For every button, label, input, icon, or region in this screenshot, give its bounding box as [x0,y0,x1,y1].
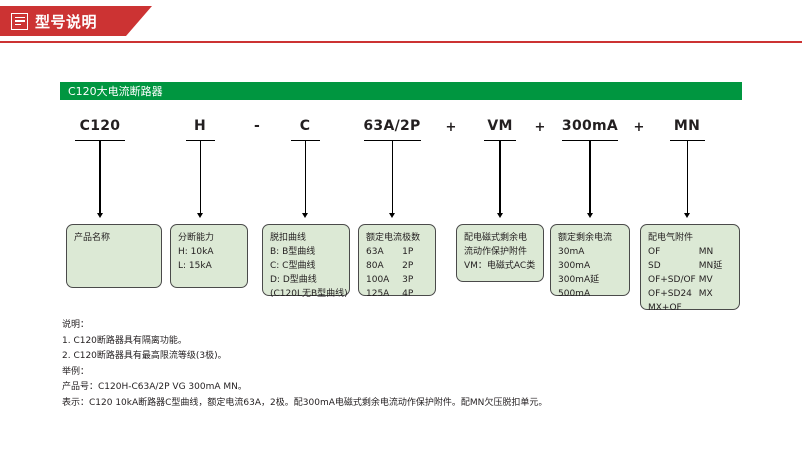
legend-line-vm: VM：电磁式AC类 [464,261,536,271]
legend-cell-current: 125A [366,289,390,299]
legend-title: 产品名称 [74,233,111,243]
legend-row: 63A 1P [366,245,428,259]
legend-cell-accessory-right: MN [698,247,714,257]
connector-rcd-attachment [484,140,516,220]
legend-row: 125A 4P [366,287,428,301]
legend-title: 额定剩余电流 [558,233,613,243]
legend-cell-accessory-right [699,301,732,315]
legend-box-breaking-capacity: 分断能力 H: 10kA L: 15kA [170,224,248,288]
legend-title: 分断能力 [178,233,215,243]
code-token-plus-3: + [633,120,645,135]
notes-heading: 说明： [62,320,90,330]
legend-cell-accessory-left: MX+OF [648,303,682,313]
page-title: 型号说明 [35,12,98,31]
legend-line-note: (C120L无B型曲线) [270,289,348,299]
connector-product-name [75,140,125,220]
notes-example-heading: 举例： [62,366,90,377]
legend-cell-accessory-left: OF+SD24 [648,289,692,299]
connector-trip-curve [291,140,320,220]
connector-rated-current-poles [364,140,421,220]
legend-cell-poles: 1P [402,247,414,257]
notes-example-meaning: 表示：C120 10kA断路器C型曲线，额定电流63A，2极。配300mA电磁式… [62,397,548,408]
connector-rated-residual-current [562,140,618,220]
legend-cell-poles: 3P [402,275,414,285]
page-header-banner: 型号说明 [0,6,126,36]
code-token-rcd: VM [487,118,513,134]
legend-row: 100A 3P [366,273,428,287]
code-token-curve: C [299,118,311,134]
legend-box-rated-residual-current: 额定剩余电流 30mA 300mA 300mA延 500mA [550,224,630,299]
legend-cell-poles: 4P [402,289,414,299]
legend-cell-accessory-right: MX [698,289,713,299]
legend-cell-current: 80A [366,261,384,271]
section-title-label: C120大电流断路器 [68,85,163,98]
legend-line-b: B: B型曲线 [270,247,316,257]
legend-col-header-current: 额定电流 [366,233,403,243]
code-token-plus-2: + [534,120,546,135]
code-token-residual: 300mA [561,118,619,134]
legend-line-h: H: 10kA [178,247,214,257]
legend-title: 脱扣曲线 [270,233,307,243]
legend-col-header-poles: 极数 [402,233,421,243]
legend-line-d: D: D型曲线 [270,275,317,285]
model-code-row: C120 H - C 63A/2P + VM + 300mA + MN [60,118,760,142]
legend-cell-current: 63A [366,247,384,257]
code-token-product: C120 [79,118,121,134]
header-banner-tail [126,6,152,36]
code-token-current-poles: 63A/2P [363,118,421,134]
code-token-plus-1: + [445,120,457,135]
notes-item-1: 1. C120断路器具有隔离功能。 [62,335,187,346]
notes-example-code: 产品号：C120H-C63A/2P VG 300mA MN。 [62,382,247,392]
legend-row: OF MN [648,245,732,259]
legend-row: OF+SD24 MX [648,287,732,301]
legend-line-30ma: 30mA [558,247,585,257]
legend-cell-accessory-left: OF+SD/OF [648,275,696,285]
code-token-dash: - [253,118,261,134]
legend-line-300ma-delay: 300mA延 [558,275,600,285]
legend-box-rated-current-poles: 额定电流 极数 63A 1P 80A 2P 100A 3P 125A 4P [358,224,436,299]
legend-cell-accessory-left: SD [648,261,661,271]
legend-line-c: C: C型曲线 [270,261,316,271]
notes-block: 说明： 1. C120断路器具有隔离功能。 2. C120断路器具有最高限流等级… [62,318,547,411]
legend-cell-current: 100A [366,275,390,285]
legend-line-300ma: 300mA [558,261,591,271]
legend-box-rcd-attachment: 配电磁式剩余电 流动作保护附件 VM：电磁式AC类 [456,224,544,282]
section-title-bar: C120大电流断路器 [60,82,742,100]
notes-item-2: 2. C120断路器具有最高限流等级(3极)。 [62,351,227,361]
legend-cell-poles: 2P [402,261,414,271]
legend-cell-accessory-left: OF [648,247,661,257]
connector-breaking-capacity [186,140,215,220]
code-token-accessory: MN [673,118,701,134]
connector-electrical-accessory [670,140,705,220]
legend-box-product-name: 产品名称 [66,224,162,288]
document-lines-icon [11,12,28,30]
code-token-breaking: H [193,118,207,134]
legend-line-500ma: 500mA [558,289,591,299]
legend-line-l: L: 15kA [178,261,212,271]
legend-line-2: 流动作保护附件 [464,247,528,257]
legend-title: 配电气附件 [648,233,694,243]
legend-row: OF+SD/OF MV [648,273,732,287]
legend-box-trip-curve: 脱扣曲线 B: B型曲线 C: C型曲线 D: D型曲线 (C120L无B型曲线… [262,224,350,299]
legend-cell-accessory-right: MN延 [698,261,723,271]
legend-box-electrical-accessory: 配电气附件 OF MN SD MN延 OF+SD/OF MV OF+SD24 M… [640,224,740,313]
legend-row: MX+OF [648,301,732,315]
legend-row: 80A 2P [366,259,428,273]
header-divider-rule [0,41,802,43]
legend-title: 配电磁式剩余电 [464,233,528,243]
legend-row: SD MN延 [648,259,732,273]
legend-header-row: 额定电流 极数 [366,231,428,245]
legend-cell-accessory-right: MV [698,275,713,285]
